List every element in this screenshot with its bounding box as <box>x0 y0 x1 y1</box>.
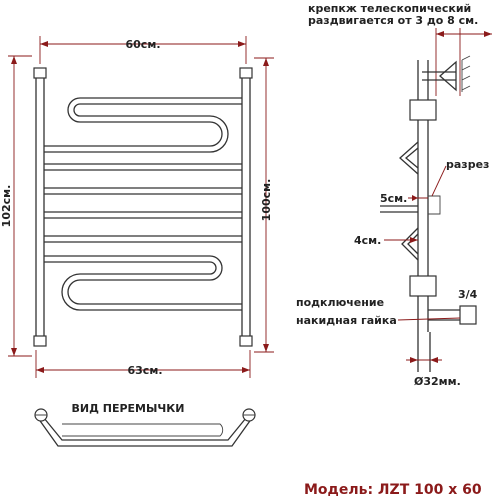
telescopic-mount-label-line1: крепкж телескопический <box>308 2 471 15</box>
right-height-dimension-line <box>254 57 274 353</box>
cut-label: разрез <box>446 158 489 171</box>
left-riser <box>35 70 45 346</box>
right-height-label: 100см. <box>260 179 273 222</box>
right-top-fitting <box>239 67 253 79</box>
top-width-label: 60см. <box>126 38 161 51</box>
bridge-inner-loop <box>62 423 224 437</box>
right-riser <box>241 70 251 346</box>
mount-rod <box>422 71 456 81</box>
wall-flange <box>439 60 457 92</box>
thread-size-label: 3/4 <box>458 288 478 301</box>
cross-bars <box>44 163 242 243</box>
left-height-dimension-line <box>8 55 32 357</box>
gap-4cm-label: 4см. <box>354 234 381 247</box>
top-serpentine <box>44 97 242 153</box>
diameter-label: Ø32мм. <box>414 375 461 388</box>
gap-5cm-label: 5см. <box>380 192 407 205</box>
connection-label-line1: подключение <box>296 296 384 309</box>
left-height-label: 102см. <box>0 185 13 228</box>
cut-leader <box>431 165 447 197</box>
side-bar-section <box>380 205 418 213</box>
bridge-view: ВИД ПЕРЕМЫЧКИ <box>34 402 256 447</box>
bottom-width-dimension-line <box>35 350 251 378</box>
lower-v-shelf <box>401 227 419 261</box>
connection-leader <box>397 317 461 321</box>
connection-nut <box>459 305 477 325</box>
lower-clamp <box>409 275 437 297</box>
model-label: Модель: ЛZT 100 x 60 <box>304 482 482 498</box>
left-bottom-fitting <box>33 335 47 347</box>
front-view: 60см. 63см. 102см. 100см. <box>0 36 274 378</box>
left-top-fitting <box>33 67 47 79</box>
connection-label-line2: накидная гайка <box>296 314 397 327</box>
bridge-view-label: ВИД ПЕРЕМЫЧКИ <box>72 402 185 415</box>
bottom-width-label: 63см. <box>128 364 163 377</box>
upper-clamp <box>409 99 437 121</box>
bridge-frame <box>37 417 253 447</box>
connection-pipe <box>428 309 460 321</box>
right-bottom-fitting <box>239 335 253 347</box>
telescopic-range-dimension <box>435 28 492 96</box>
upper-v-shelf <box>399 141 419 175</box>
top-width-dimension-line <box>39 36 247 64</box>
telescopic-mount-label-line2: раздвигается от 3 до 8 см. <box>308 14 478 27</box>
side-riser-lower <box>417 332 431 372</box>
wall-line <box>461 55 471 92</box>
side-view: крепкж телескопический раздвигается от 3… <box>296 2 492 388</box>
bottom-serpentine <box>44 255 242 311</box>
